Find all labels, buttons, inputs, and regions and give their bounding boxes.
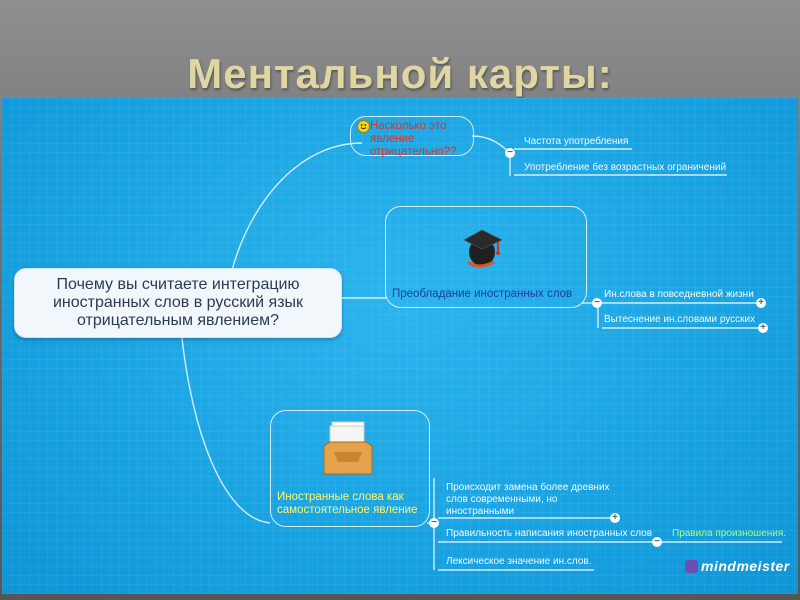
central-topic[interactable]: Почему вы считаете интеграцию иностранны… <box>14 268 342 338</box>
smiley-icon <box>357 120 370 133</box>
branch3-child-1[interactable]: Происходит замена более древних слов сов… <box>446 482 610 517</box>
central-topic-text: Почему вы считаете интеграцию иностранны… <box>52 276 304 329</box>
branch1-child-1[interactable]: Частота употребления <box>524 136 629 147</box>
grid-background <box>2 98 798 594</box>
branch2-child-2[interactable]: Вытеснение ин.словами русских <box>604 314 756 325</box>
connector-central-branch1 <box>231 142 363 271</box>
branch2-child-1-expand-button[interactable]: + <box>756 298 766 308</box>
branch2-node[interactable] <box>385 206 587 308</box>
branch1-collapse-button[interactable]: − <box>505 148 515 158</box>
branch3-node[interactable] <box>270 410 430 527</box>
branch3-child-1-expand-button[interactable]: + <box>610 513 620 523</box>
graduation-cap-icon <box>454 218 510 279</box>
branch3-subchild[interactable]: Правила произношения. <box>672 528 787 539</box>
branch2-title: Преобладание иностранных слов <box>392 288 573 300</box>
branch2-collapse-button[interactable]: − <box>592 298 602 308</box>
branch3-collapse-button[interactable]: − <box>429 518 439 528</box>
branch3-child-2[interactable]: Правильность написания иностранных слов <box>446 528 653 539</box>
branch1-node[interactable] <box>350 116 474 156</box>
mindmeister-logo: mindmeister <box>685 558 790 574</box>
branch3-child-2-collapse-button[interactable]: − <box>652 537 662 547</box>
mindmeister-logo-icon <box>685 560 698 573</box>
branch3-title: Иностранные слова как самостоятельное яв… <box>277 491 418 516</box>
mind-map-canvas: Почему вы считаете интеграцию иностранны… <box>2 98 798 594</box>
slide-title: Ментальной карты: <box>187 50 613 97</box>
branch1-title: Насколько это явление отрицательно?? <box>370 120 457 158</box>
document-tray-icon <box>320 416 376 483</box>
branch3-child-3[interactable]: Лексическое значение ин.слов. <box>446 556 592 567</box>
connector-central-branch3 <box>181 337 271 524</box>
branch1-child-2[interactable]: Употребление без возрастных ограничений <box>524 162 727 173</box>
branch2-child-1[interactable]: Ин.слова в повседневной жизни <box>604 289 754 300</box>
branch2-child-2-expand-button[interactable]: + <box>758 323 768 333</box>
